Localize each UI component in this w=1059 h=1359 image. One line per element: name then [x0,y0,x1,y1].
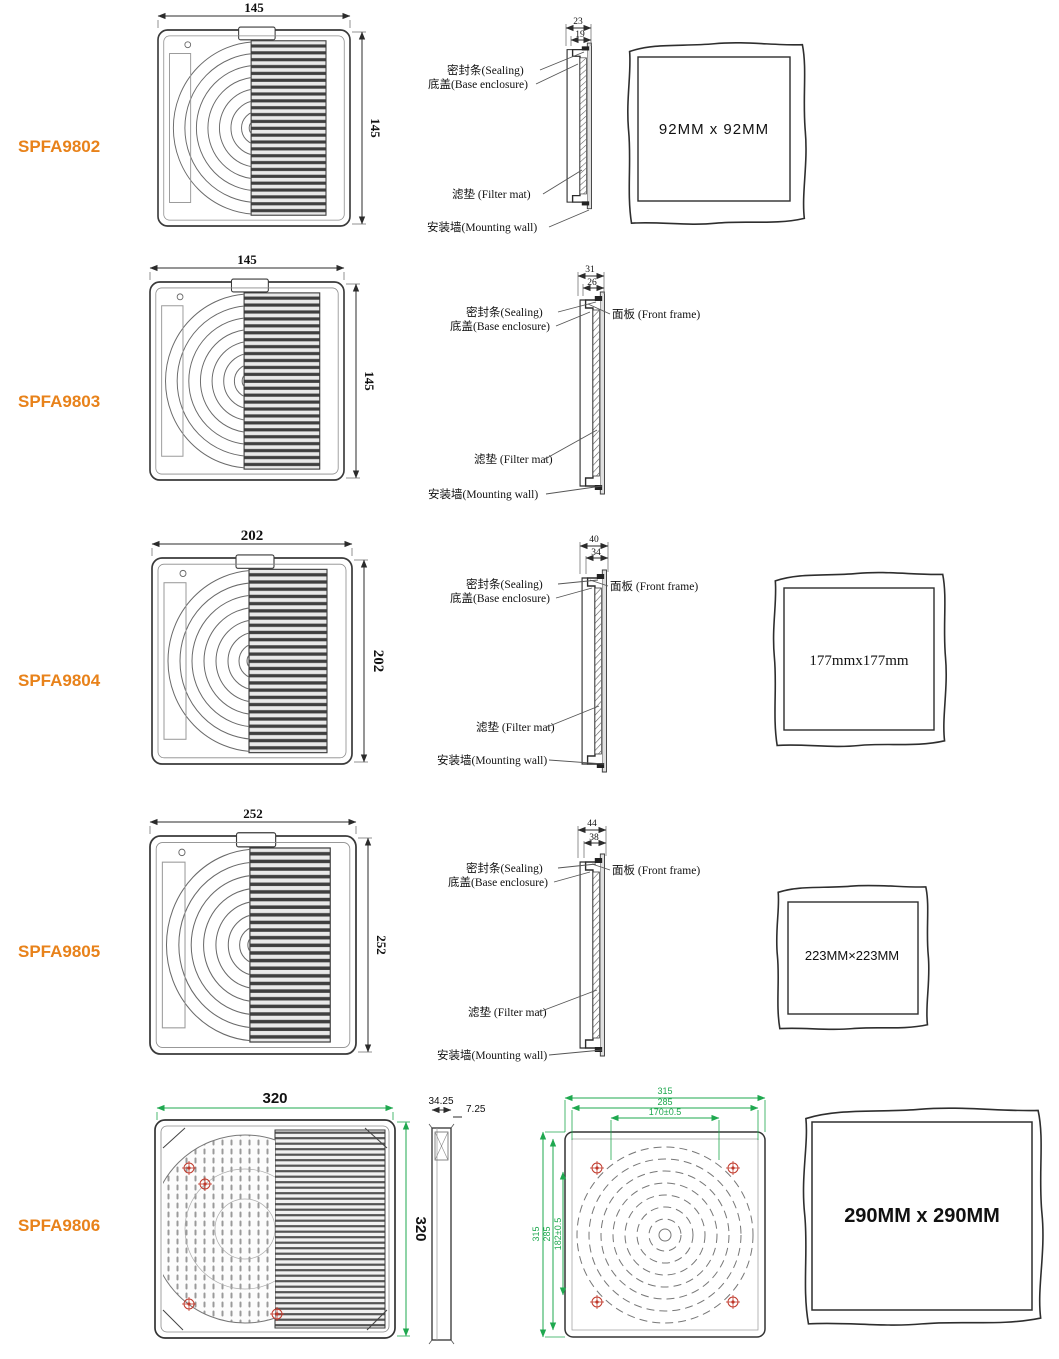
dim-front-width: 252 [243,806,263,821]
model-label: SPFA9802 [18,137,100,156]
label-front-frame: 面板 (Front frame) [610,579,698,593]
label-front-frame: 面板 (Front frame) [612,863,700,877]
dim-depth-outer: 31 [585,265,595,275]
label-sealing: 密封条(Sealing) [466,861,543,875]
dim-front-height: 320 [412,1216,429,1241]
front-view-grille [154,1119,396,1339]
label-base-enclosure: 底盖(Base enclosure) [448,875,548,889]
model-label: SPFA9803 [18,392,100,411]
dim-depth-outer: 44 [587,819,597,829]
dim-template-mid-w: 285 [657,1097,672,1107]
row-spfa9805: SPFA9805 252 252 44 38 密封条(Sealing) 底盖(B… [18,806,930,1062]
label-mounting-wall: 安装墙(Mounting wall) [437,753,547,767]
row-spfa9803: SPFA9803 145 145 31 26 密封条(Sealing) 底盖(B… [18,252,700,501]
template-view [564,1131,766,1338]
label-front-frame: 面板 (Front frame) [612,307,700,321]
row-spfa9804: SPFA9804 202 202 40 34 密封条(Sealing) 底盖(B… [18,528,947,773]
dim-depth-outer: 40 [589,535,599,545]
front-view [150,833,356,1054]
dim-front-width: 145 [244,0,264,15]
label-base-enclosure: 底盖(Base enclosure) [428,77,528,91]
side-profile-view [428,1123,455,1345]
cutout-size: 177mmx177mm [809,653,909,669]
model-label: SPFA9805 [18,942,100,961]
cutout-size: 223MM×223MM [805,948,899,963]
dim-front-width: 202 [241,528,264,544]
cutout-square [637,56,791,202]
dim-depth-inner: 38 [589,833,599,843]
dim-front-height: 202 [370,650,386,673]
cutout-size: 92MM x 92MM [659,121,769,138]
label-mounting-wall: 安装墙(Mounting wall) [427,220,537,234]
label-sealing: 密封条(Sealing) [447,63,524,77]
dim-front-height: 252 [374,935,389,955]
side-section-view [581,569,608,773]
label-mounting-wall: 安装墙(Mounting wall) [437,1048,547,1062]
cutout-square [811,1121,1033,1311]
dim-depth-inner: 26 [587,278,597,288]
cutout-square [787,901,919,1015]
dim-template-outer-w: 315 [657,1086,672,1096]
side-section-view [579,853,606,1057]
model-label: SPFA9806 [18,1216,100,1235]
row-spfa9806: SPFA9806 320 320 [18,1086,1044,1345]
dim-template-mid-h: 285 [542,1226,552,1241]
dim-front-width: 145 [237,252,257,267]
label-filter-mat: 滤垫 (Filter mat) [452,187,531,201]
label-filter-mat: 滤垫 (Filter mat) [474,452,553,466]
dim-front-width: 320 [262,1090,287,1107]
front-view [152,555,352,764]
dim-profile-lip: 7.25 [466,1104,486,1115]
label-filter-mat: 滤垫 (Filter mat) [476,720,555,734]
dim-front-height: 145 [368,118,383,138]
label-base-enclosure: 底盖(Base enclosure) [450,319,550,333]
dim-depth-outer: 23 [573,17,583,27]
dim-front-height: 145 [362,371,377,391]
dim-depth-inner: 34 [591,548,601,558]
label-filter-mat: 滤垫 (Filter mat) [468,1005,547,1019]
model-label: SPFA9804 [18,671,101,690]
side-section-view [579,291,606,495]
label-sealing: 密封条(Sealing) [466,305,543,319]
label-mounting-wall: 安装墙(Mounting wall) [428,487,538,501]
row-spfa9802: SPFA9802 145 145 23 19 密封条(Sealing) 底盖(B… [18,0,807,234]
dim-template-inner-h: 182±0.5 [553,1218,563,1250]
dim-profile-depth: 34.25 [428,1096,453,1107]
cutout-size: 290MM x 290MM [844,1205,1000,1227]
label-sealing: 密封条(Sealing) [466,577,543,591]
dim-template-outer-h: 315 [531,1226,541,1241]
dim-depth-inner: 19 [575,30,585,40]
cutout-square [783,587,935,731]
label-base-enclosure: 底盖(Base enclosure) [450,591,550,605]
dim-template-inner-w: 170±0.5 [649,1107,681,1117]
front-view [158,27,350,226]
front-view [150,279,344,480]
